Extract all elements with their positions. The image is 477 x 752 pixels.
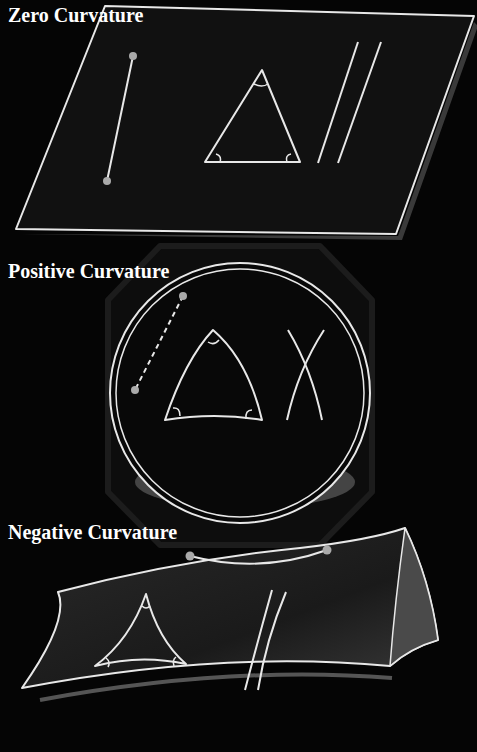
panel-heading: Zero Curvature [8, 4, 143, 26]
parallel-line [318, 42, 358, 163]
endpoint [179, 292, 187, 300]
endpoint [186, 552, 195, 561]
angle-mark [216, 84, 291, 162]
hyperbolic-triangle [95, 594, 186, 666]
straight-line [107, 56, 133, 181]
saddle-shadow [40, 674, 392, 700]
sphere [110, 263, 370, 523]
panel-heading: Negative Curvature [8, 521, 177, 543]
sphere-rim [116, 269, 364, 517]
endpoint [131, 386, 139, 394]
flat-plane [16, 6, 474, 234]
saddle-surface [22, 528, 438, 688]
diverging-line [258, 592, 286, 690]
geodesic-line [190, 550, 327, 564]
saddle-fold [390, 528, 438, 666]
sphere-backdrop [108, 246, 372, 545]
parallel-line [338, 42, 381, 163]
geodesic-segment [135, 296, 183, 390]
angle-mark [106, 606, 176, 667]
great-circle [287, 330, 324, 420]
angle-mark [173, 340, 252, 419]
endpoint [323, 546, 332, 555]
diverging-line [245, 590, 272, 690]
endpoint [103, 177, 111, 185]
endpoint [129, 52, 137, 60]
panel-heading: Positive Curvature [8, 260, 169, 282]
spherical-triangle [165, 330, 262, 420]
flat-triangle [205, 70, 300, 162]
